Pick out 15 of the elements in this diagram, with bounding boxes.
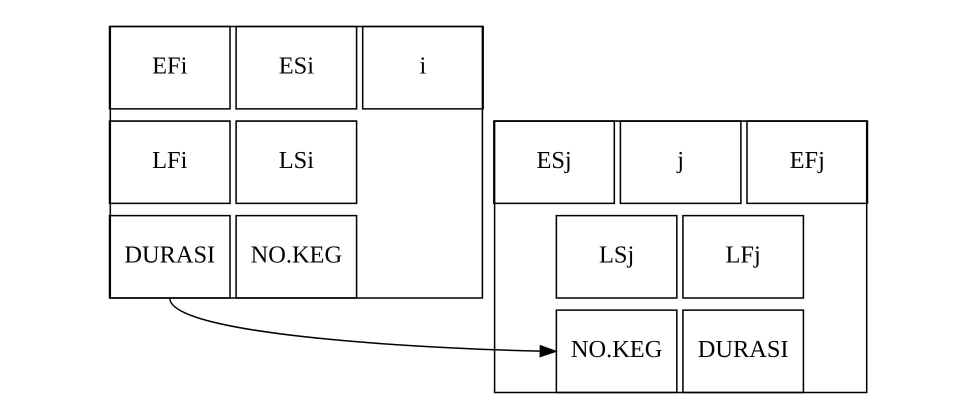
arrow — [169, 298, 558, 358]
node-box: ESi — [235, 26, 358, 110]
node-box: LSi — [235, 120, 358, 204]
node-box: EFj — [746, 120, 868, 204]
node-box: i — [362, 26, 484, 110]
node-box: LFj — [682, 214, 804, 299]
node-box: ESj — [493, 120, 616, 204]
node-box: EFi — [108, 26, 231, 110]
node-box: DURASI — [108, 214, 231, 299]
node-box: LSj — [556, 214, 678, 299]
node-box: j — [620, 120, 742, 204]
node-box: LFi — [108, 120, 231, 204]
node-box: DURASI — [682, 309, 804, 394]
node-box: NO.KEG — [556, 309, 678, 394]
node-box: NO.KEG — [235, 214, 358, 299]
